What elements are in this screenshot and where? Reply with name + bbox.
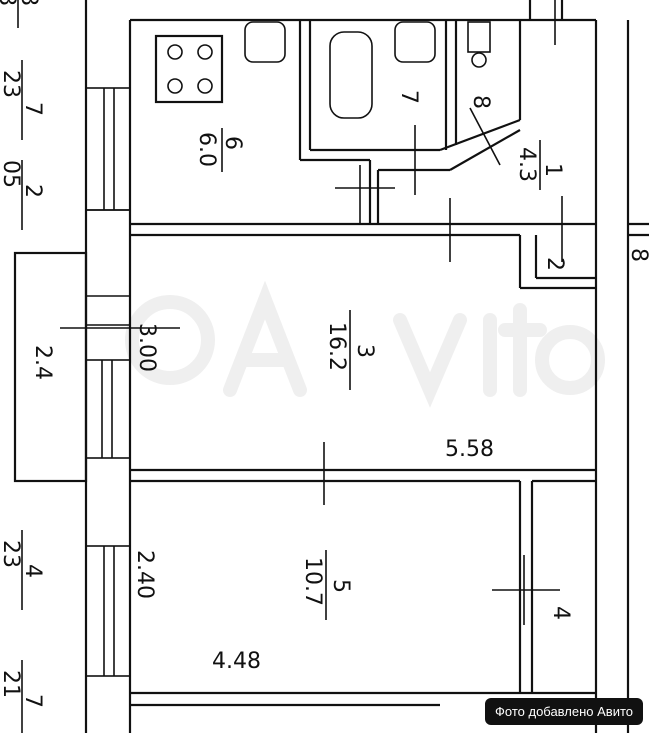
svg-text:4.3: 4.3 — [514, 147, 539, 182]
svg-text:3: 3 — [352, 344, 377, 358]
room-4-label: 4 — [548, 606, 573, 620]
svg-text:23: 23 — [0, 540, 23, 568]
room-3-label: 3 16.2 — [324, 310, 377, 390]
svg-text:8: 8 — [16, 0, 41, 6]
svg-text:10.7: 10.7 — [300, 557, 325, 606]
svg-text:05: 05 — [0, 160, 23, 188]
dimension-lines — [60, 0, 563, 625]
room3-width: 3.00 — [134, 323, 159, 372]
windows — [85, 87, 131, 677]
svg-text:6: 6 — [220, 136, 245, 150]
balcony — [13, 251, 88, 483]
watermark-logo — [125, 280, 605, 408]
svg-text:23: 23 — [0, 70, 23, 98]
room5-length: 4.48 — [212, 649, 261, 674]
svg-text:6.0: 6.0 — [194, 132, 219, 167]
room5-width: 2.40 — [132, 550, 157, 599]
svg-text:21: 21 — [0, 670, 23, 698]
room-2-label: 2 — [542, 257, 567, 271]
svg-text:8: 8 — [0, 0, 19, 6]
svg-text:2: 2 — [20, 184, 45, 198]
svg-text:1: 1 — [540, 163, 565, 177]
photo-source-badge: Фото добавлено Авито — [485, 698, 643, 725]
room-6-label: 6 6.0 — [194, 128, 245, 172]
svg-text:7: 7 — [20, 102, 45, 116]
walls — [84, 0, 649, 733]
room-8-label: 8 — [468, 95, 493, 109]
room3-length: 5.58 — [445, 437, 494, 462]
svg-text:5: 5 — [328, 579, 353, 593]
svg-text:4: 4 — [20, 564, 45, 578]
room-1-label: 1 4.3 — [514, 140, 565, 190]
svg-text:7: 7 — [20, 694, 45, 708]
svg-text:16.2: 16.2 — [324, 322, 349, 371]
sink-icon — [244, 21, 286, 63]
room-7-label: 7 — [396, 90, 421, 104]
right-neighbor-label: 8 — [626, 248, 649, 262]
room-5-label: 5 10.7 — [300, 550, 353, 620]
stove-icon — [154, 34, 224, 104]
bathtub-icon — [329, 31, 373, 119]
washbasin-icon — [394, 21, 436, 63]
toilet-icon — [467, 21, 491, 68]
balcony-dimension: 2.4 — [30, 345, 55, 380]
left-neighbor-labels: 88 723 205 423 721 — [0, 0, 45, 733]
